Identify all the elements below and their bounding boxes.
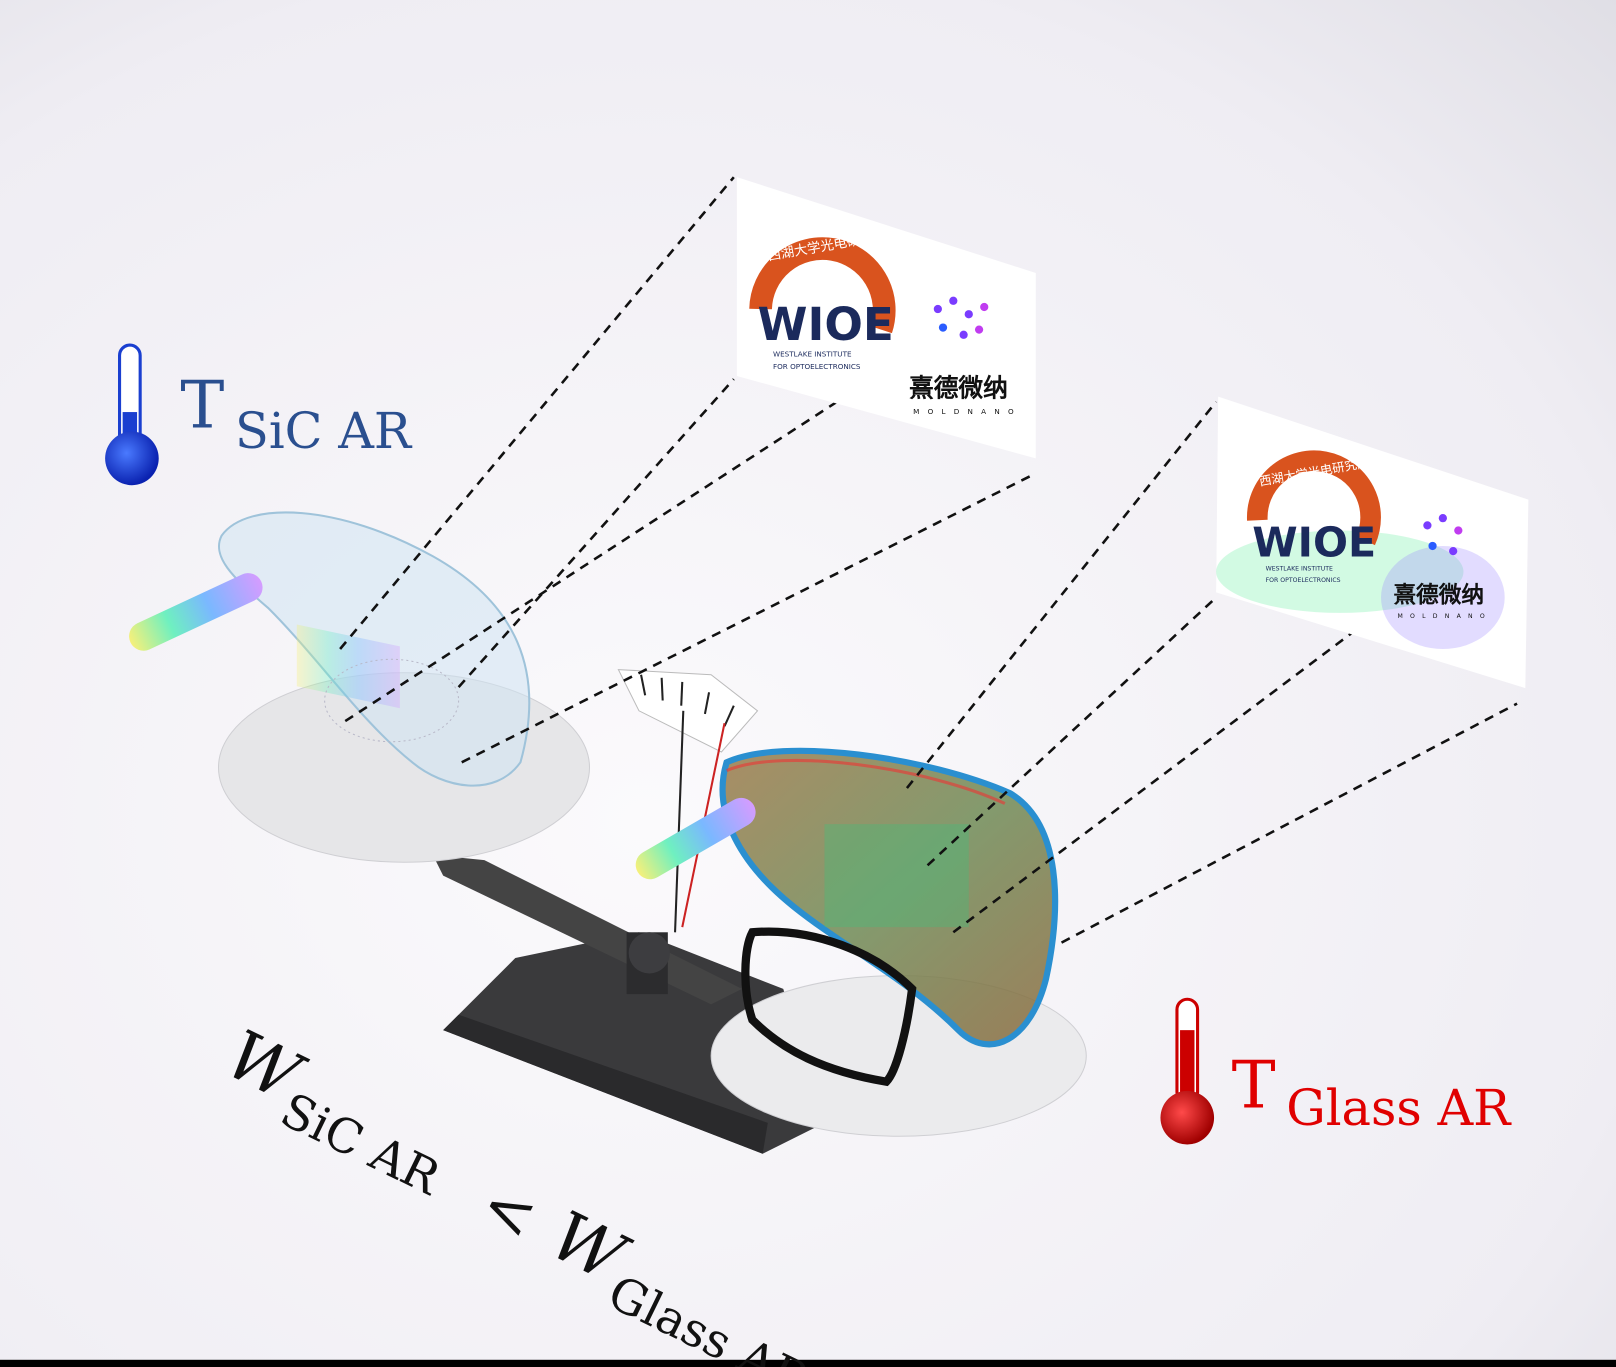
t-sic-main: T [180,367,224,444]
wioe-line1: WESTLAKE INSTITUTE [773,349,852,358]
wioe-line1-2: WESTLAKE INSTITUTE [1266,566,1333,573]
hot-thermometer-icon [1160,997,1215,1145]
moldnano-en: MOLDNANO [913,407,1022,416]
sic-ar-lens-group [129,511,591,863]
wioe-line2: FOR OPTOELECTRONICS [773,362,861,371]
balance-scale [432,669,825,1154]
glass-temple-arm [635,797,756,880]
t-glass-sub: Glass AR [1286,1079,1512,1137]
wioe-mark: WIOE [758,298,894,351]
bottom-border [0,1359,1616,1367]
moldnano-en-2: MOLDNANO [1398,613,1492,620]
t-sic-sub: SiC AR [235,402,413,460]
t-glass-main: T [1232,1046,1276,1123]
scale-pivot [628,932,670,974]
glass-ar-lens [719,747,1059,1048]
glasses-frame [741,927,917,1087]
t-glass-label: T Glass AR [1232,1046,1513,1136]
sic-temple-arm [129,573,263,651]
glass-ar-lens-group [635,747,1087,1137]
wioe-line2-2: FOR OPTOELECTRONICS [1266,577,1341,584]
projected-image-sic: 西湖大学光电研究院 WIOE WESTLAKE INSTITUTE FOR OP… [736,177,1036,459]
projected-image-glass: 西湖大学光电研究院 WIOE WESTLAKE INSTITUTE FOR OP… [1216,396,1529,689]
moldnano-cn: 熹德微纳 [909,374,1008,403]
cold-thermometer-icon [105,343,159,486]
wioe-mark-2: WIOE [1252,518,1376,566]
gauge-needle [674,710,685,933]
t-sic-label: T SiC AR [180,367,413,461]
moldnano-cn-2: 熹德微纳 [1393,582,1484,609]
